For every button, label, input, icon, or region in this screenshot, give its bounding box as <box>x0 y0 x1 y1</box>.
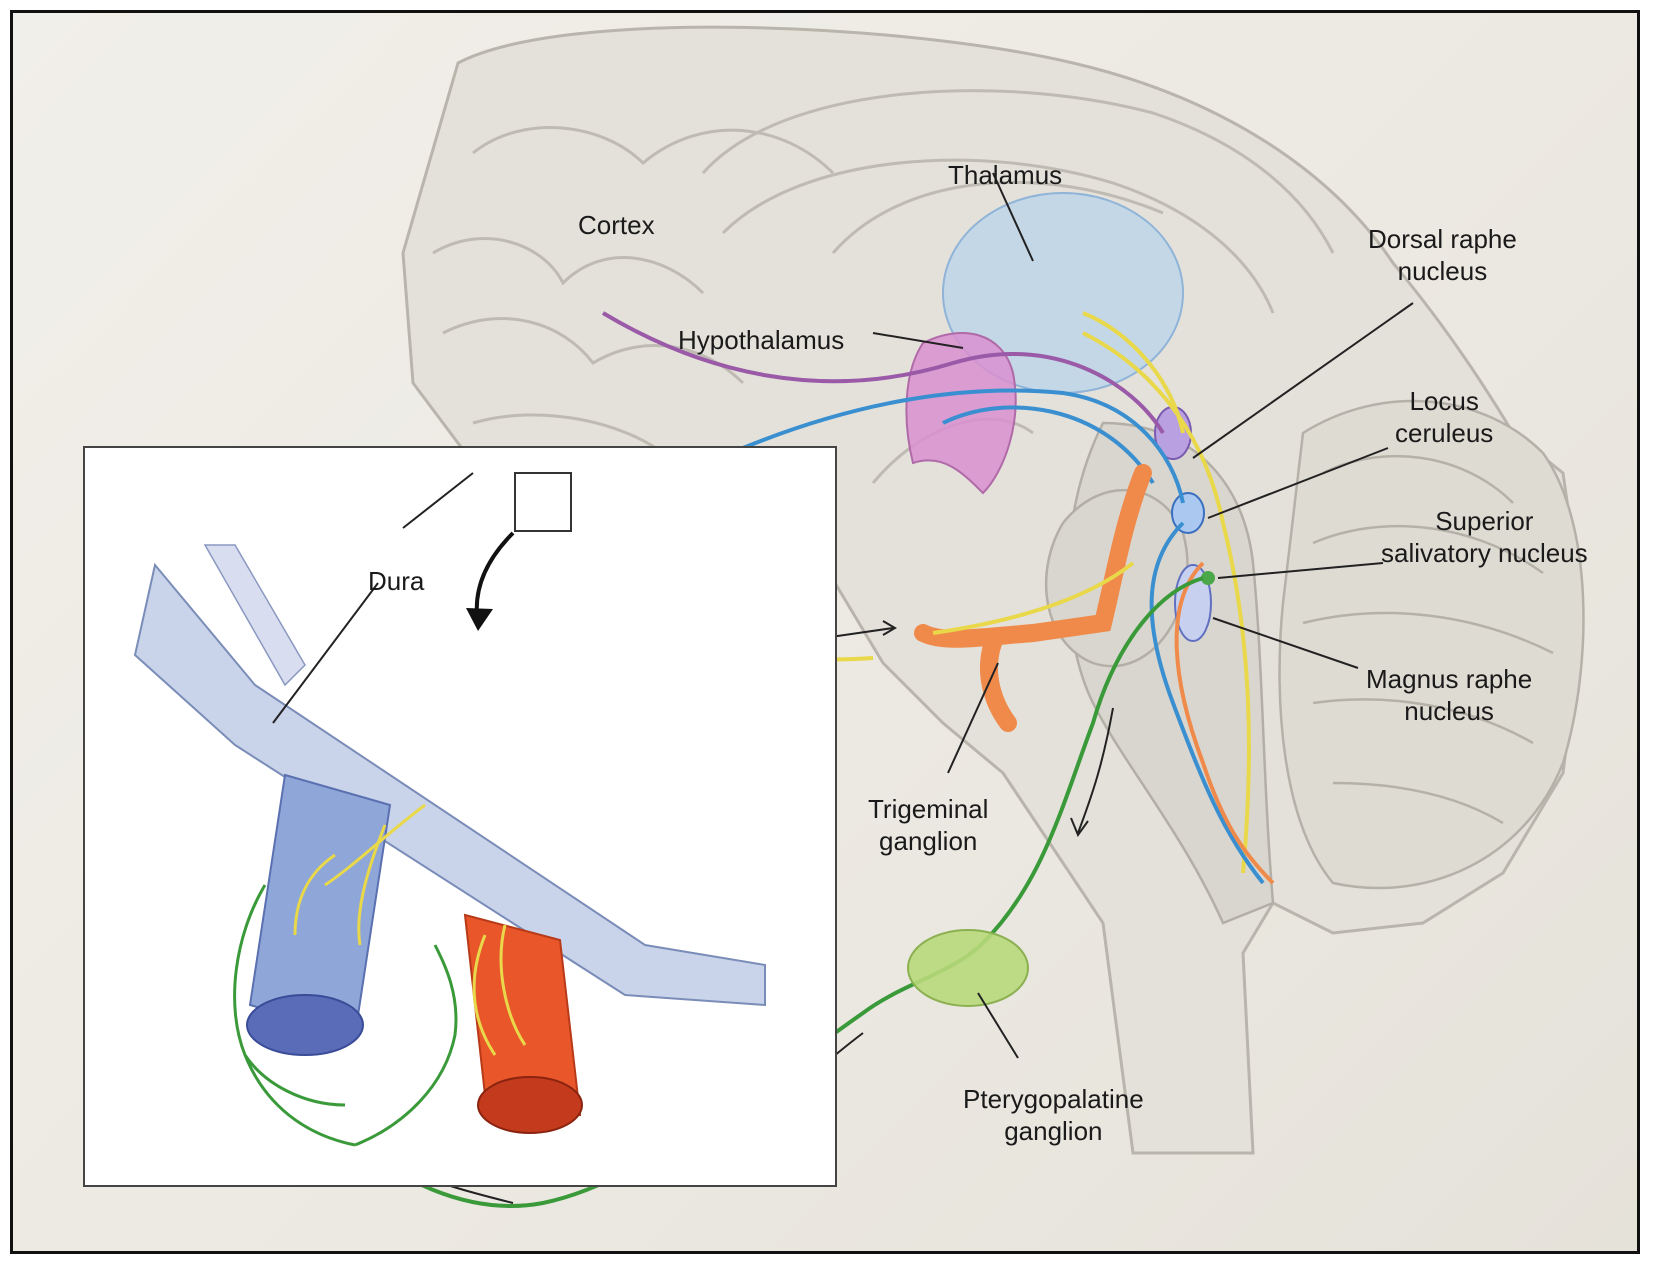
label-superior-salivatory-nucleus: Superior salivatory nucleus <box>1381 505 1588 569</box>
label-locus-ceruleus: Locus ceruleus <box>1395 385 1493 449</box>
dura-membrane <box>133 562 766 1007</box>
diagram-frame: Cortex Thalamus Hypothalamus Dura Dorsal… <box>10 10 1640 1254</box>
dura-inset-illustration <box>133 544 766 1147</box>
parasympathetic-fiber <box>351 576 1204 1208</box>
trigeminal-endings <box>293 803 527 1056</box>
leader-lines <box>272 172 1414 1059</box>
label-superior-salivatory-line2: salivatory nucleus <box>1381 538 1588 568</box>
cerebellum <box>1278 399 1585 890</box>
locus-ceruleus-shape <box>1171 492 1205 534</box>
dura-fold <box>203 544 306 687</box>
dura-inset-panel <box>83 446 837 1187</box>
label-pterygopalatine-ganglion: Pterygopalatine ganglion <box>963 1083 1144 1147</box>
descending-fibers <box>601 311 1275 885</box>
label-hypothalamus: Hypothalamus <box>678 325 845 355</box>
brain-illustration <box>351 25 1585 1208</box>
label-thalamus: Thalamus <box>948 160 1063 190</box>
label-magnus-raphe-line1: Magnus raphe <box>1366 664 1533 694</box>
label-dura: Dura <box>368 566 425 596</box>
parasympathetic-endings <box>233 884 458 1147</box>
label-superior-salivatory-line1: Superior <box>1435 506 1534 536</box>
trigeminal-root-fiber <box>932 561 1135 635</box>
label-magnus-raphe-nucleus: Magnus raphe nucleus <box>1366 663 1532 727</box>
label-trigeminal-line1: Trigeminal <box>868 794 989 824</box>
superior-salivatory-shape <box>1201 571 1215 585</box>
label-dorsal-raphe-line2: nucleus <box>1397 256 1488 286</box>
zoom-arrow-head <box>466 608 493 631</box>
artery-vessel <box>463 913 583 1134</box>
label-locus-ceruleus-line1: Locus <box>1409 386 1479 416</box>
label-pterygopalatine-line2: ganglion <box>1004 1116 1103 1146</box>
trigeminal-tract <box>914 464 1152 732</box>
label-trigeminal-ganglion: Trigeminal ganglion <box>868 793 988 857</box>
hypothalamus-shape <box>905 332 1017 495</box>
brain-sagittal <box>401 25 1585 1155</box>
label-dorsal-raphe-nucleus: Dorsal raphe nucleus <box>1368 223 1517 287</box>
label-pterygopalatine-line1: Pterygopalatine <box>963 1084 1144 1114</box>
pterygopalatine-ganglion-shape <box>907 929 1029 1007</box>
label-dorsal-raphe-line1: Dorsal raphe <box>1368 224 1517 254</box>
label-cortex: Cortex <box>578 210 655 240</box>
dura-zoom-box <box>514 472 572 532</box>
label-locus-ceruleus-line2: ceruleus <box>1395 418 1494 448</box>
callouts <box>272 172 1414 1059</box>
label-trigeminal-line2: ganglion <box>879 826 978 856</box>
label-magnus-raphe-line2: nucleus <box>1404 696 1494 726</box>
vein-vessel <box>246 773 392 1056</box>
